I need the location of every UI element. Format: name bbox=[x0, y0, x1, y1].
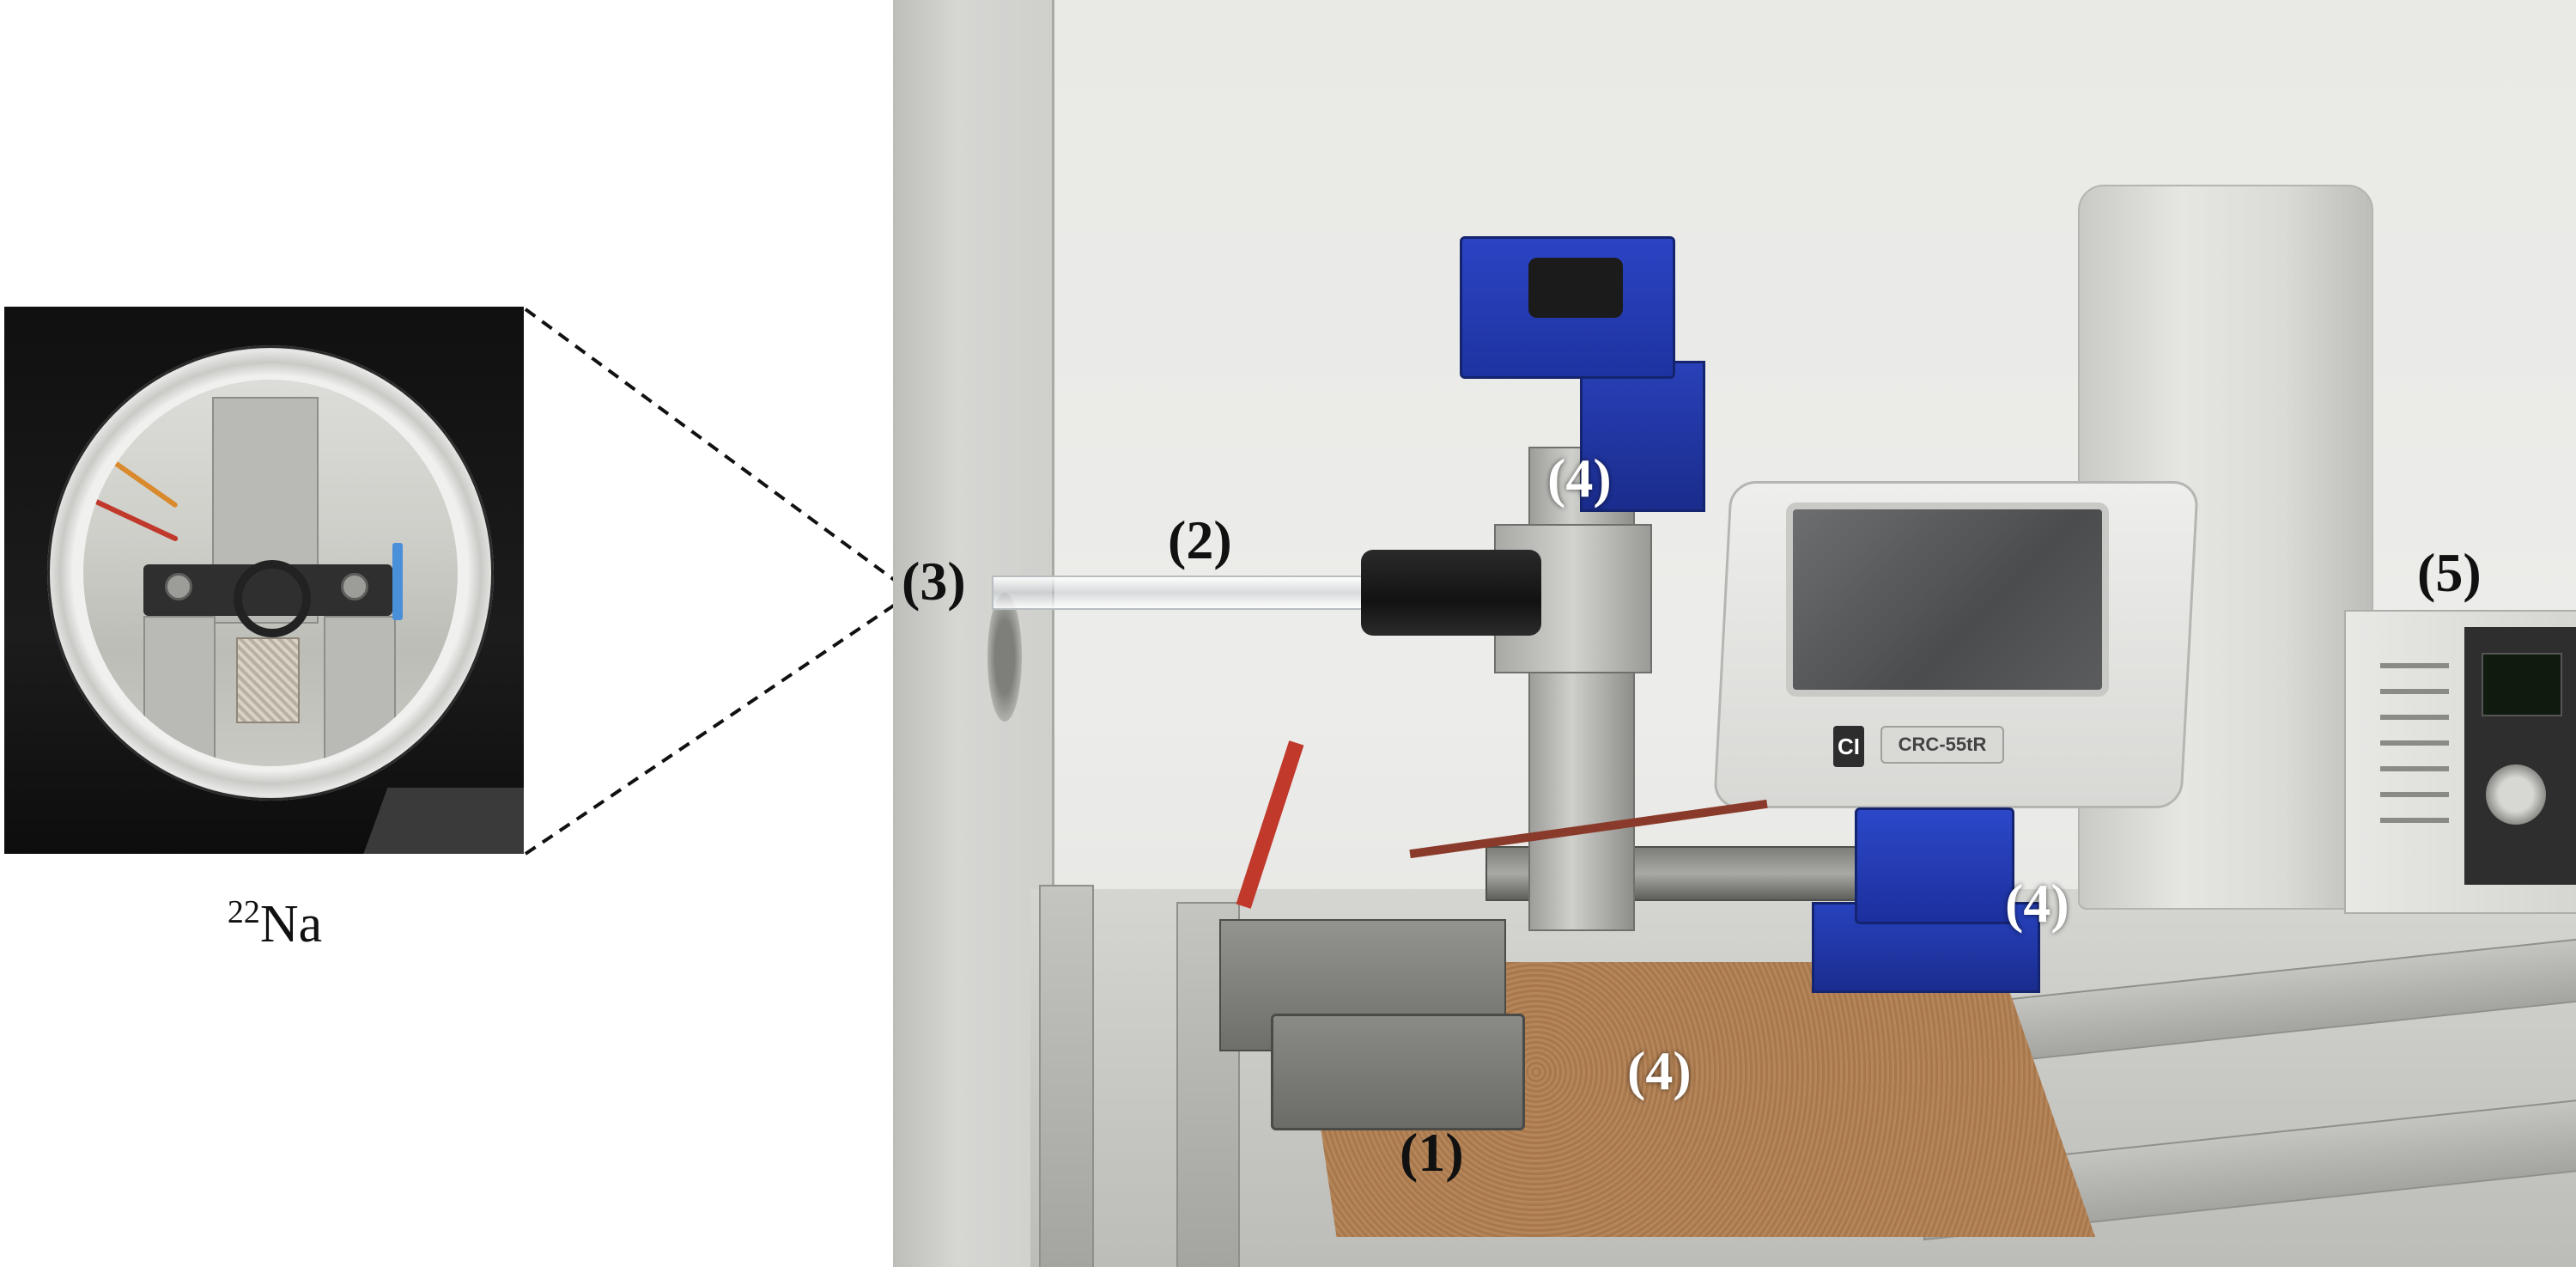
red-cable bbox=[1236, 740, 1304, 909]
zoom-line-bottom bbox=[524, 600, 902, 856]
callout-5: (5) bbox=[2417, 542, 2482, 603]
calibrator-logo: CI bbox=[1833, 726, 1864, 767]
acrylic-guide-tube bbox=[992, 576, 1425, 610]
isotope-element: Na bbox=[259, 895, 323, 953]
detector-holder bbox=[1361, 550, 1541, 636]
isotope-mass-number: 22 bbox=[227, 894, 260, 930]
shield-aperture bbox=[987, 593, 1022, 722]
psu-vent bbox=[2380, 792, 2449, 797]
psu-display bbox=[2482, 653, 2562, 716]
callout-4-bottom: (4) bbox=[1627, 1040, 1692, 1101]
inset-wire-blue bbox=[392, 543, 403, 620]
inset-closeup-photo bbox=[4, 307, 524, 854]
callout-2: (2) bbox=[1168, 509, 1232, 570]
inset-lens-view bbox=[83, 380, 458, 766]
rail-left-outer bbox=[1039, 885, 1094, 1267]
bottom-motor-block bbox=[1271, 1014, 1525, 1130]
isotope-label: 22Na bbox=[189, 893, 361, 955]
psu-knob bbox=[2486, 764, 2546, 825]
sodium-22-source bbox=[236, 637, 300, 723]
inset-screw-left bbox=[165, 573, 192, 600]
psu-vent bbox=[2380, 715, 2449, 720]
side-motor-mount bbox=[1855, 807, 2014, 924]
callout-4-top: (4) bbox=[1547, 448, 1612, 509]
inset-left-block bbox=[143, 616, 216, 765]
psu-vent bbox=[2380, 663, 2449, 668]
callout-4-right: (4) bbox=[2005, 873, 2069, 934]
inset-screw-right bbox=[341, 573, 368, 600]
inset-ring-holder bbox=[234, 560, 311, 637]
callout-1: (1) bbox=[1400, 1122, 1464, 1183]
calibrator-model-badge: CRC-55tR bbox=[1880, 726, 2004, 764]
inset-wire-red bbox=[90, 497, 179, 542]
vertical-column bbox=[1528, 447, 1635, 931]
shield-wall bbox=[893, 0, 1054, 1267]
top-motor bbox=[1528, 258, 1623, 318]
psu-vent bbox=[2380, 766, 2449, 771]
callout-3: (3) bbox=[902, 551, 966, 612]
psu-vent bbox=[2380, 689, 2449, 694]
dose-calibrator-screen bbox=[1786, 503, 2109, 697]
inset-foreground-object bbox=[359, 788, 524, 854]
setup-photo: CI CRC-55tR bbox=[893, 0, 2576, 1267]
psu-vent bbox=[2380, 740, 2449, 746]
top-motor-bracket bbox=[1580, 361, 1705, 512]
zoom-line-top bbox=[524, 308, 902, 586]
psu-vent bbox=[2380, 818, 2449, 823]
inset-right-block bbox=[324, 616, 396, 765]
